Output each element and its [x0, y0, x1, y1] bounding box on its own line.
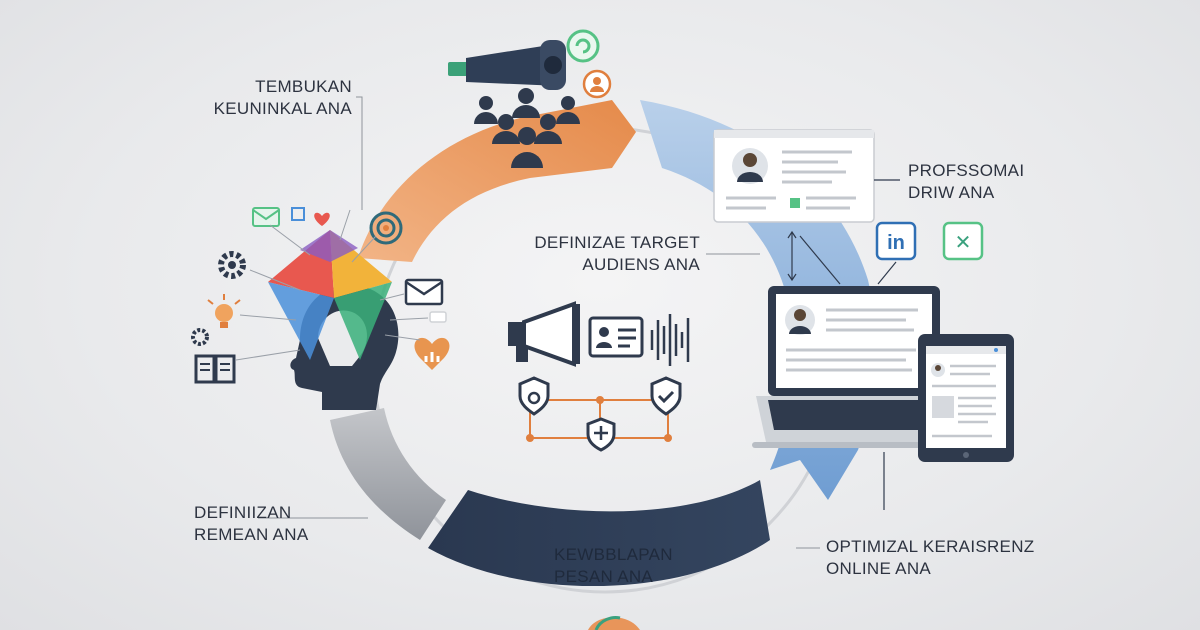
heart-people-icon [414, 337, 450, 370]
label-optimize: OPTIMIZAL KERAISRENZ ONLINE ANA [826, 536, 1056, 580]
label-develop-message-line1: KEWBBLAPAN [554, 545, 673, 564]
label-define-target-line1: DEFINIZAE TARGET [534, 233, 700, 252]
label-discover-line1: TEMBUKAN [255, 77, 352, 96]
support-badge-icon [566, 29, 600, 63]
linkedin-icon: in [887, 232, 905, 254]
network-nodes [526, 396, 672, 442]
target-icon [369, 211, 403, 245]
bottom-peek-stroke [594, 616, 621, 630]
label-develop-message-line2: PESAN ANA [554, 567, 654, 586]
label-define-target-line2: AUDIENS ANA [582, 255, 700, 274]
plus-shield-icon [586, 417, 616, 452]
label-define-target: DEFINIZAE TARGET AUDIENS ANA [500, 232, 700, 276]
megaphone-icon [508, 301, 580, 367]
label-define-message-line1: DEFINIIZAN [194, 503, 292, 522]
label-professional: PROFSSOMAI DRIW ANA [908, 160, 1058, 204]
envelope-icon [404, 278, 444, 306]
label-optimize-line2: ONLINE ANA [826, 559, 932, 578]
small-gear-icon [191, 328, 209, 346]
label-define-message-line2: REMEAN ANA [194, 525, 309, 544]
label-discover: TEMBUKAN KEUNINKAL ANA [180, 76, 352, 120]
user-badge-icon [582, 69, 612, 99]
arc-navy [428, 480, 770, 587]
arc-gray [330, 408, 446, 540]
book-icon [194, 354, 236, 384]
id-card-icon [588, 316, 644, 358]
linkedin-badge: in [875, 221, 917, 261]
label-discover-line2: KEUNINKAL ANA [213, 99, 352, 118]
telescope-icon [448, 40, 566, 90]
sound-wave-icon [650, 314, 690, 366]
label-develop-message: KEWBBLAPAN PESAN ANA [554, 544, 704, 588]
x-badge: ✕ [942, 221, 984, 261]
label-define-message: DEFINIIZAN REMEAN ANA [194, 502, 344, 546]
mail-small-icon [252, 207, 280, 227]
email-shield-icon [518, 376, 550, 416]
laptop-device [752, 286, 956, 448]
lightbulb-icon [207, 294, 241, 328]
check-shield-icon [650, 376, 682, 416]
x-icon: ✕ [955, 230, 972, 254]
device-connectors [787, 179, 900, 510]
heart-small-icon [314, 212, 330, 226]
label-professional-line1: PROFSSOMAI [908, 161, 1025, 180]
tablet-device [918, 334, 1014, 462]
audience-group-icon [474, 88, 580, 168]
chat-bubble-icon [429, 311, 447, 323]
label-leader-lines [258, 96, 820, 549]
connector-lines [235, 209, 429, 361]
profile-card [713, 129, 875, 223]
gem-icon [268, 230, 392, 360]
arc-orange [358, 100, 636, 262]
gear-icon [218, 251, 246, 279]
bottom-peek-shape [588, 617, 640, 630]
square-icon [291, 207, 305, 221]
label-optimize-line1: OPTIMIZAL KERAISRENZ [826, 537, 1035, 556]
label-professional-line2: DRIW ANA [908, 183, 995, 202]
